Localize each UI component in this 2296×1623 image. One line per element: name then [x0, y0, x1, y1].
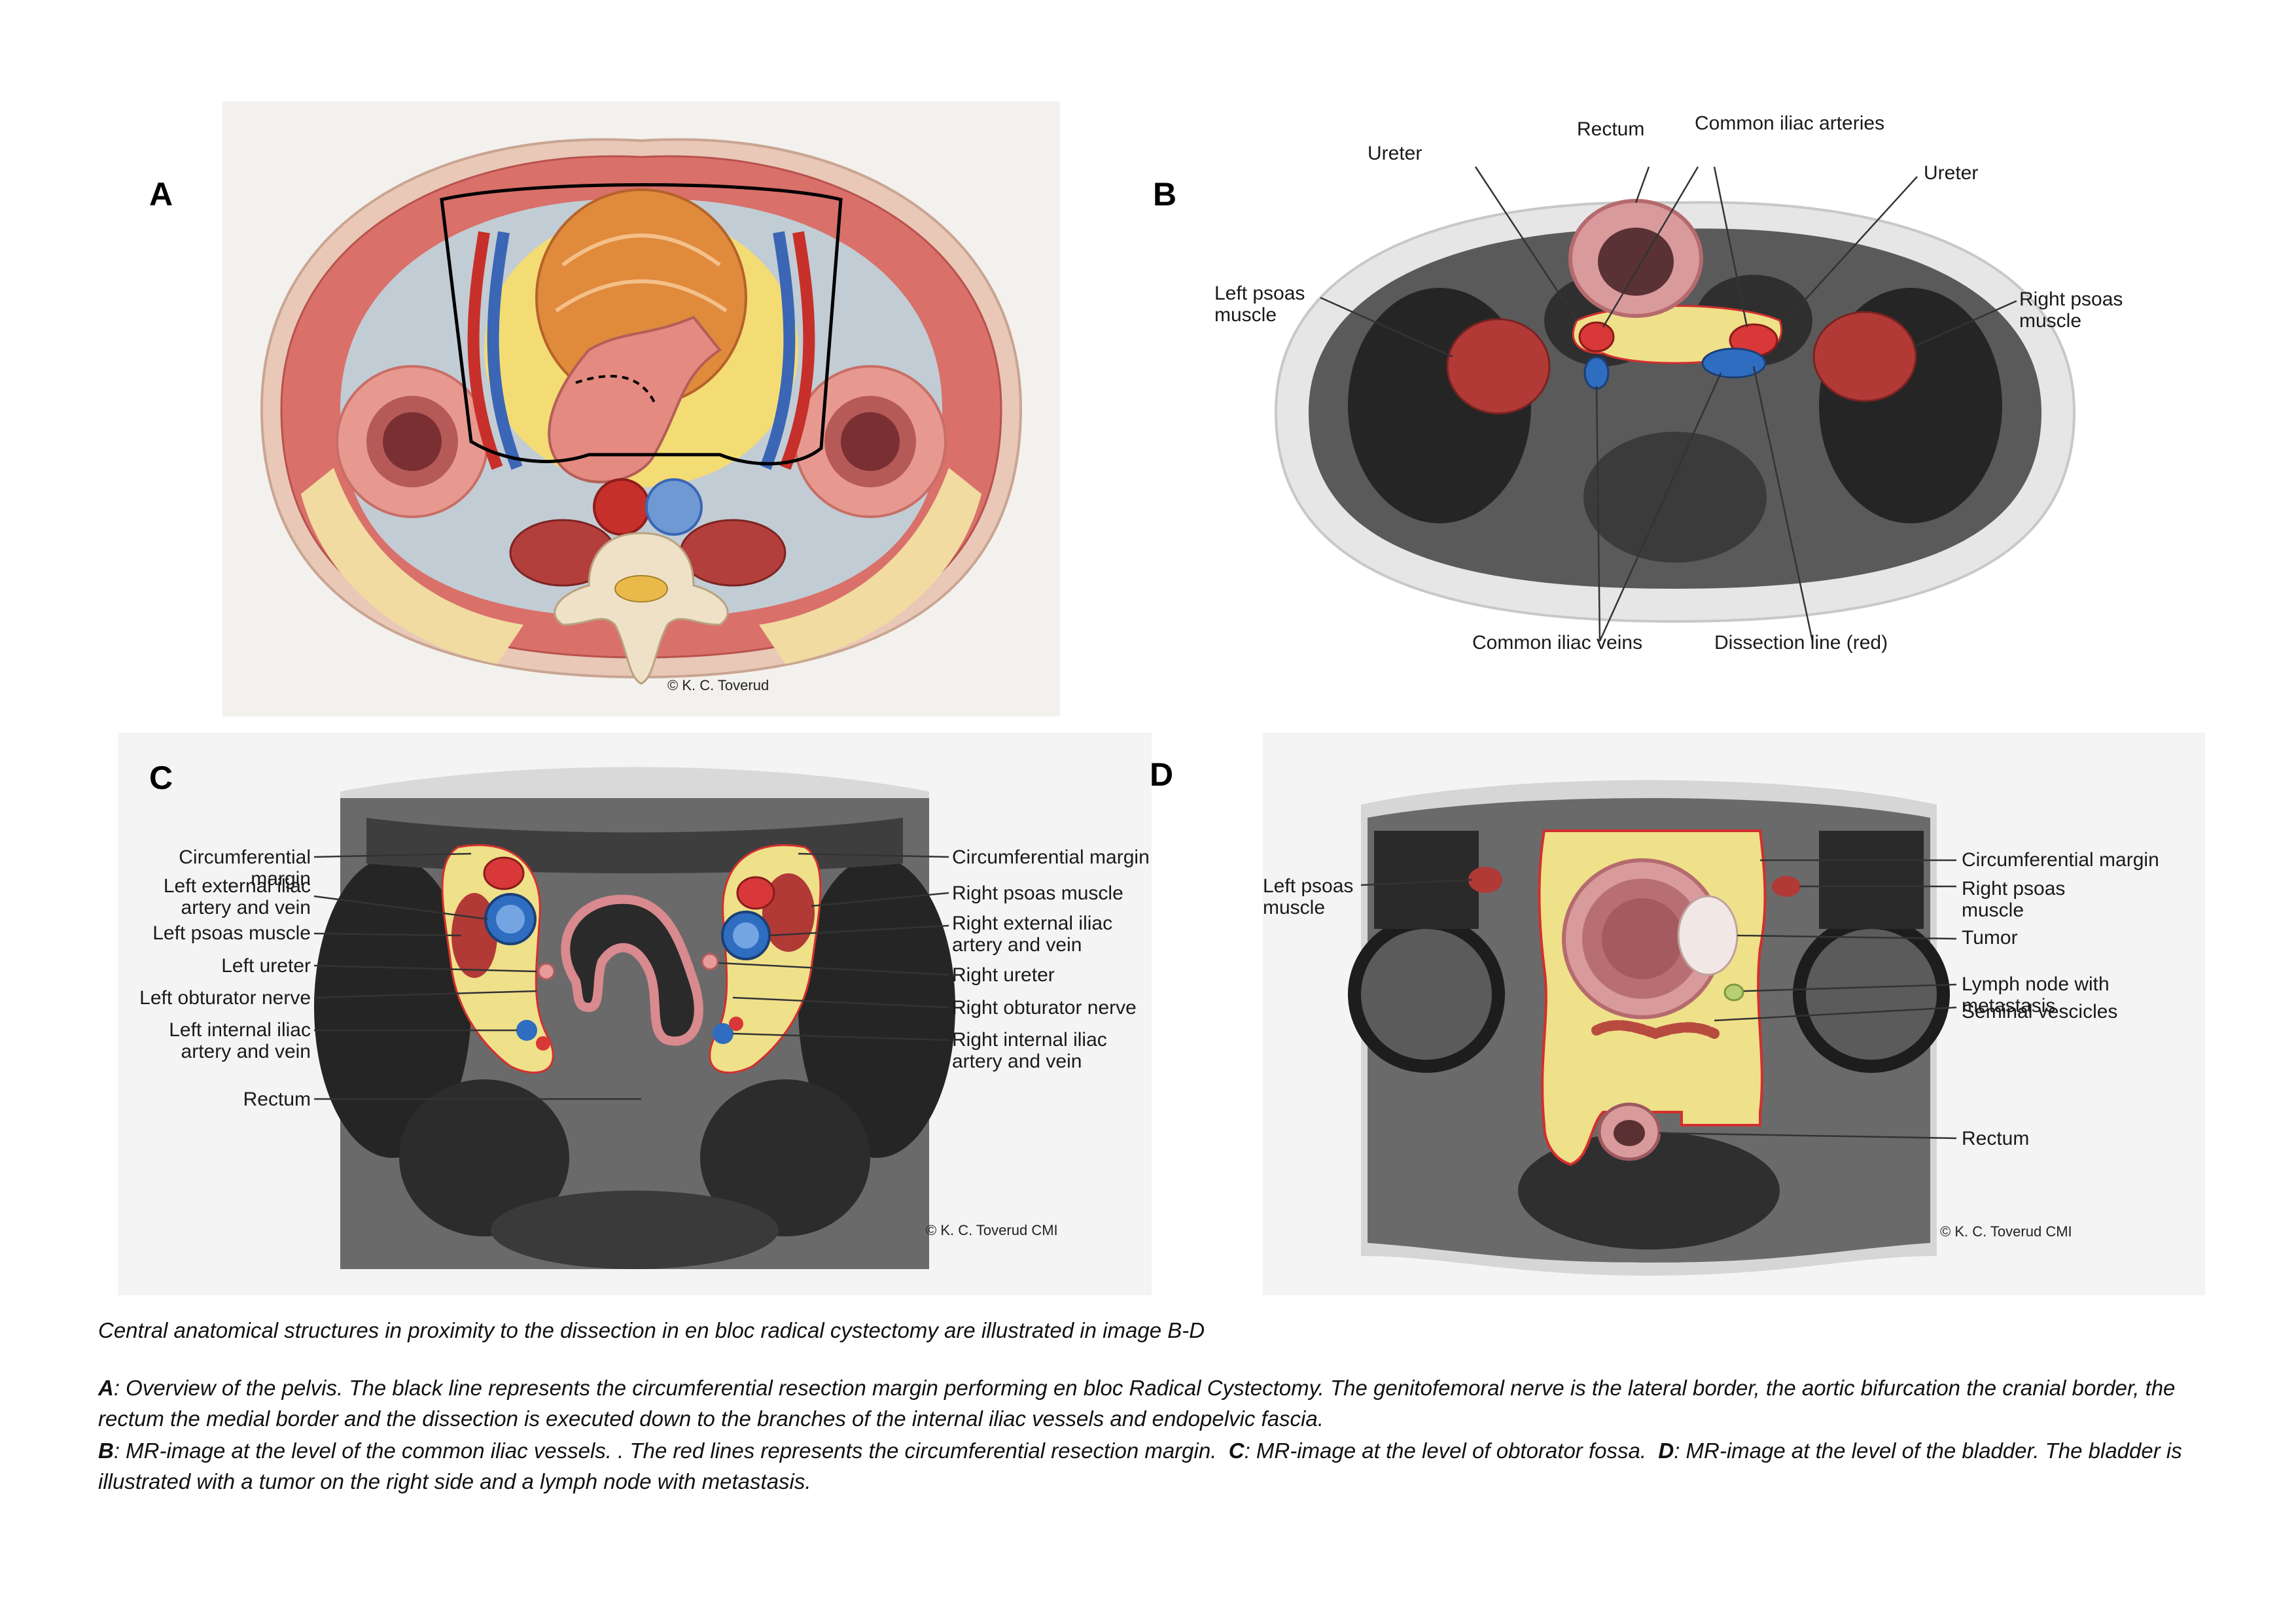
label-circ-margin-left: Circumferential margin: [179, 846, 311, 890]
panel-c-copyright: © K. C. Toverud CMI: [926, 1222, 1058, 1238]
mri-bladder: [1263, 733, 2205, 1295]
label-seminal: Seminal vescicles: [1962, 1001, 2118, 1022]
label-common-iliac-arteries: Common iliac arteries: [1695, 113, 1885, 134]
panel-a: © K. C. Toverud: [222, 101, 1060, 716]
label-rectum-d: Rectum: [1962, 1128, 2030, 1149]
label-circ-margin-right: Circumferential margin: [952, 846, 1150, 868]
mri-common-iliac: [1274, 166, 2076, 642]
label-left-psoas-c: Left psoas muscle: [152, 922, 311, 944]
panel-c: Circumferential margin Left external ili…: [118, 733, 1152, 1295]
label-left-psoas: Left psoas muscle: [1214, 283, 1305, 326]
label-left-ureter: Left ureter: [221, 955, 311, 977]
caption-b-text: : MR-image at the level of the common il…: [113, 1439, 1217, 1463]
mri-obturator-fossa: [118, 733, 1152, 1295]
label-dissection-line: Dissection line (red): [1714, 632, 1888, 654]
caption-intro: Central anatomical structures in proximi…: [98, 1318, 1205, 1342]
label-ureter-left: Ureter: [1368, 143, 1422, 164]
pelvis-illustration: [222, 101, 1060, 716]
label-left-ext-iliac: Left external iliac artery and vein: [163, 875, 311, 918]
caption-c-key: C: [1228, 1439, 1245, 1463]
caption-a-text: : Overview of the pelvis. The black line…: [98, 1376, 2176, 1431]
caption-a-key: A: [98, 1376, 114, 1400]
panel-letter-b: B: [1153, 176, 1177, 213]
label-circ-margin-d: Circumferential margin: [1962, 849, 2159, 871]
caption-c-text: : MR-image at the level of obtorator fos…: [1244, 1439, 1647, 1463]
label-rectum: Rectum: [1577, 118, 1645, 140]
label-right-psoas: Right psoas muscle: [2019, 288, 2123, 332]
label-lymph-node: Lymph node with metastasis: [1962, 973, 2110, 1017]
label-rectum-c: Rectum: [243, 1089, 311, 1110]
panel-a-copyright: © K. C. Toverud: [667, 677, 769, 693]
panel-letter-a: A: [149, 176, 173, 213]
label-left-psoas-d: Left psoas muscle: [1263, 875, 1354, 918]
panel-d-copyright: © K. C. Toverud CMI: [1940, 1223, 2072, 1240]
label-ureter-right: Ureter: [1924, 162, 1979, 184]
label-right-psoas-c: Right psoas muscle: [952, 882, 1123, 904]
label-tumor: Tumor: [1962, 927, 2018, 949]
label-left-obturator: Left obturator nerve: [139, 987, 311, 1009]
label-right-psoas-d: Right psoas muscle: [1962, 878, 2066, 921]
caption-a: A: Overview of the pelvis. The black lin…: [98, 1372, 2192, 1434]
label-right-obturator: Right obturator nerve: [952, 997, 1137, 1019]
label-common-iliac-veins: Common iliac veins: [1472, 632, 1643, 654]
label-right-ureter: Right ureter: [952, 964, 1055, 986]
caption-d-key: D: [1658, 1439, 1674, 1463]
caption-d-text: : MR-image at the level of the bladder. …: [98, 1439, 2182, 1493]
label-right-int-iliac: Right internal iliac artery and vein: [952, 1029, 1107, 1072]
panel-letter-c: C: [149, 759, 173, 796]
caption-bcd: B: MR-image at the level of the common i…: [98, 1435, 2192, 1497]
caption-b-key: B: [98, 1439, 114, 1463]
panel-b: Ureter Rectum Common iliac arteries Uret…: [1210, 105, 2140, 720]
panel-letter-d: D: [1150, 756, 1174, 793]
label-left-int-iliac: Left internal iliac artery and vein: [169, 1019, 311, 1062]
label-right-ext-iliac: Right external iliac artery and vein: [952, 913, 1113, 956]
panel-d: Left psoas muscle Circumferential margin…: [1263, 733, 2205, 1295]
